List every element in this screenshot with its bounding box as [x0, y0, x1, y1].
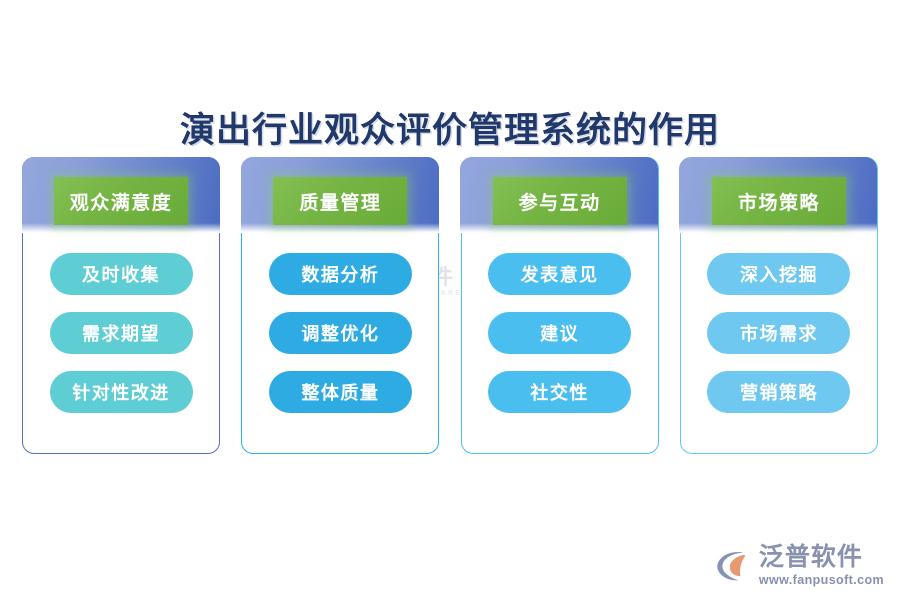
card-header-1: 观众满意度 [54, 177, 188, 225]
pill-item[interactable]: 调整优化 [268, 312, 412, 354]
pill-item[interactable]: 营销策略 [707, 371, 851, 413]
pill-item[interactable]: 数据分析 [268, 253, 412, 295]
pill-item[interactable]: 针对性改进 [49, 371, 193, 413]
brand-name-cn: 泛普软件 [758, 543, 863, 571]
pill-item[interactable]: 发表意见 [488, 253, 632, 295]
page-title: 演出行业观众评价管理系统的作用 [179, 111, 720, 150]
pill-item[interactable]: 及时收集 [49, 253, 193, 295]
pill-item[interactable]: 社交性 [488, 371, 632, 413]
card-header-3: 参与互动 [492, 177, 627, 225]
card-column-2: 质量管理 数据分析 调整优化 整体质量 [240, 156, 440, 454]
pill-item[interactable]: 市场需求 [707, 312, 851, 354]
card-column-4: 市场策略 深入挖掘 市场需求 营销策略 [679, 156, 878, 454]
brand-logo: 泛普软件 www.fanpusoft.com [715, 545, 884, 587]
card-items-2: 数据分析 调整优化 整体质量 [242, 253, 438, 413]
pill-item[interactable]: 深入挖掘 [707, 253, 851, 295]
card-column-1: 观众满意度 及时收集 需求期望 针对性改进 [21, 156, 220, 454]
card-header-2: 质量管理 [273, 177, 408, 225]
card-header-4: 市场策略 [711, 177, 846, 225]
brand-text: 泛普软件 www.fanpusoft.com [759, 545, 884, 587]
pill-item[interactable]: 建议 [488, 312, 632, 354]
card-items-1: 及时收集 需求期望 针对性改进 [23, 253, 219, 413]
card-items-3: 发表意见 建议 社交性 [462, 253, 658, 413]
fanpu-logo-icon [715, 547, 752, 584]
column-row: 观众满意度 及时收集 需求期望 针对性改进 质量管理 数据分析 调整优化 整体质… [21, 156, 878, 457]
pill-item[interactable]: 整体质量 [268, 371, 412, 413]
card-column-3: 参与互动 发表意见 建议 社交性 [460, 156, 659, 454]
card-items-4: 深入挖掘 市场需求 营销策略 [681, 253, 877, 413]
pill-item[interactable]: 需求期望 [49, 312, 193, 354]
brand-url: www.fanpusoft.com [758, 572, 884, 587]
